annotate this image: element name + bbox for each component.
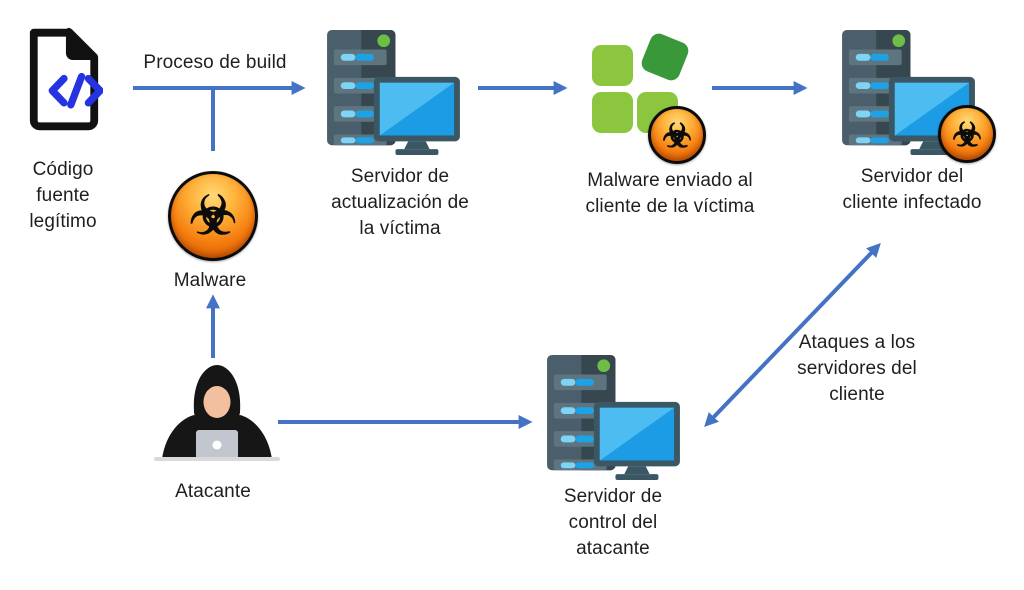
- malware-badge-icon: ☣: [648, 106, 706, 164]
- label-malware-to-client: Malware enviado al cliente de la víctima: [585, 170, 755, 217]
- code-file-icon: [25, 26, 103, 133]
- label-update-server: Servidor de actualización de la víctima: [331, 166, 469, 239]
- label-malware: Malware: [173, 270, 247, 291]
- app-module-square-icon: [592, 45, 633, 86]
- app-module-square-icon: [592, 92, 633, 133]
- biohazard-glyph: ☣: [661, 115, 692, 155]
- biohazard-glyph: ☣: [188, 184, 238, 247]
- label-infected-server: Servidor del cliente infectado: [842, 166, 982, 213]
- malware-badge-icon: ☣: [938, 105, 996, 163]
- malware-biohazard-icon: ☣: [168, 171, 258, 261]
- label-attacker: Atacante: [175, 481, 251, 502]
- label-attacks: Ataques a los servidores del cliente: [797, 332, 917, 405]
- update-server-icon: [325, 28, 462, 155]
- label-control-server: Servidor de control del atacante: [563, 486, 663, 559]
- biohazard-glyph: ☣: [951, 114, 982, 154]
- hacker-icon: [152, 358, 282, 463]
- control-server-icon: [545, 353, 682, 480]
- label-source-code: Código fuente legítimo: [29, 159, 97, 232]
- app-module-square-rotated-icon: [638, 30, 692, 84]
- label-build-process: Proceso de build: [143, 52, 287, 73]
